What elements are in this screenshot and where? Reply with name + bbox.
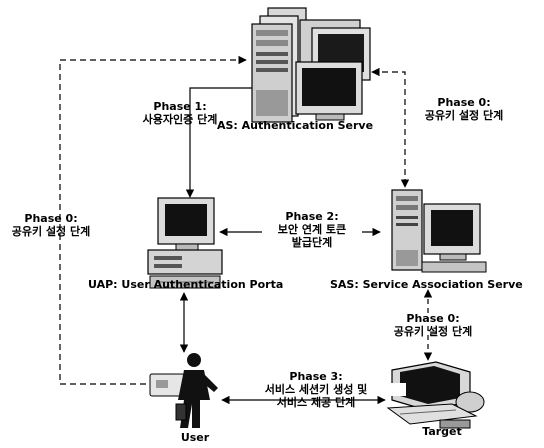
user-icon xyxy=(149,353,218,428)
phase0-sas-target-label: Phase 0: 공유키 설정 단계 xyxy=(374,312,492,338)
phase0-as-sas-label: Phase 0: 공유키 설정 단계 xyxy=(402,96,526,122)
phase3-title: Phase 3: xyxy=(289,370,343,383)
phase0-sas-target-title: Phase 0: xyxy=(406,312,460,325)
phase0-as-sas-desc: 공유키 설정 단계 xyxy=(424,109,504,122)
phase0-left-arrow xyxy=(59,55,247,389)
phase0-left-title: Phase 0: xyxy=(24,212,78,225)
phase2-desc2: 발급단계 xyxy=(291,236,333,249)
phase1-title: Phase 1: xyxy=(153,100,207,113)
as-label: AS: Authentication Serve xyxy=(217,119,374,132)
phase0-left-desc: 공유키 설정 단계 xyxy=(11,225,91,238)
phase2-title: Phase 2: xyxy=(285,210,339,223)
as-server-icon xyxy=(251,7,371,123)
uap-pc-icon xyxy=(147,197,223,289)
user-label: User xyxy=(180,431,210,444)
phase3-desc2: 서비스 제공 단계 xyxy=(276,396,356,409)
phase1-desc: 사용자인증 단계 xyxy=(142,113,218,126)
target-label: Target xyxy=(422,425,462,438)
sas-label: SAS: Service Association Serve xyxy=(330,278,523,291)
target-icon xyxy=(386,361,485,429)
phase1-label: Phase 1: 사용자인증 단계 xyxy=(130,100,230,126)
phase0-as-sas-title: Phase 0: xyxy=(437,96,491,109)
phase3-label: Phase 3: 서비스 세션키 생성 및 서비스 제공 단계 xyxy=(226,370,406,409)
phase0-as-sas-arrow xyxy=(371,67,410,188)
phase0-sas-target-desc: 공유키 설정 단계 xyxy=(393,325,473,338)
phase0-left-label: Phase 0: 공유키 설정 단계 xyxy=(0,212,102,238)
phase3-desc1: 서비스 세션키 생성 및 xyxy=(226,383,406,396)
phase2-label: Phase 2: 보안 연계 토큰 발급단계 xyxy=(262,210,362,249)
phase2-desc1: 보안 연계 토큰 xyxy=(277,223,347,236)
uap-label: UAP: User Authentication Porta xyxy=(88,278,284,291)
sas-server-icon xyxy=(391,189,487,273)
